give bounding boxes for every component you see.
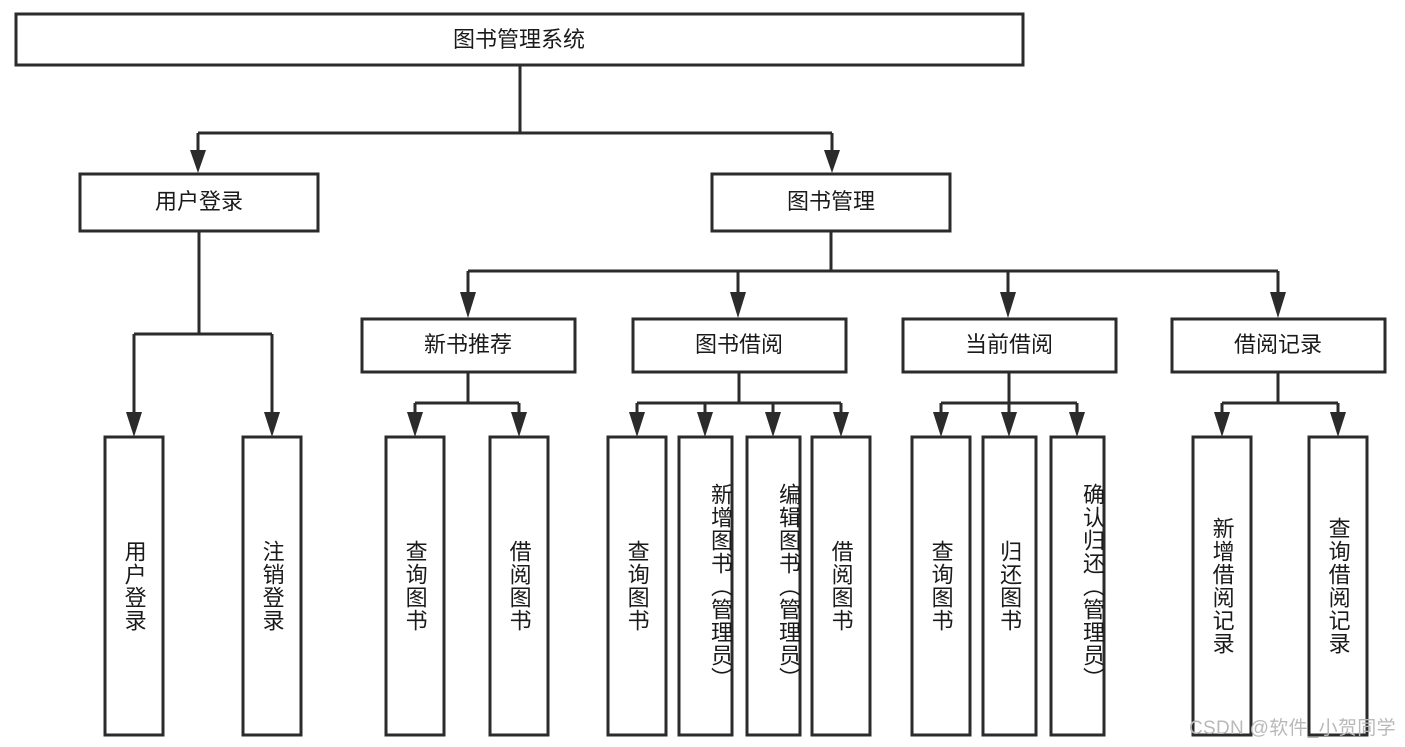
node-leaf-add-record-box <box>1191 435 1253 737</box>
arrow-head-book-borrow-1 <box>629 412 645 437</box>
node-new-book-rec-label: 新书推荐 <box>424 332 512 357</box>
node-leaf-query-record-box <box>1307 435 1369 737</box>
node-user-login: 用户登录 <box>78 172 320 233</box>
connector-root-to-level2 <box>190 65 840 173</box>
node-leaf-query-book-1-box <box>384 435 446 737</box>
node-borrow-record: 借阅记录 <box>1170 317 1387 374</box>
node-leaf-logout-box <box>241 435 303 737</box>
arrow-head-book-manage-1 <box>460 292 476 318</box>
node-book-borrow-box <box>631 317 848 374</box>
arrow-head-current-borrow-1 <box>933 412 949 437</box>
arrow-head-user-login-2 <box>264 412 280 437</box>
node-leaf-edit-book-box <box>745 435 802 737</box>
arrow-head-new-book-rec-2 <box>511 412 527 437</box>
arrow-head-book-borrow-2 <box>697 412 713 437</box>
arrow-head-book-manage-4 <box>1270 292 1286 318</box>
connector-current-borrow-to-leaves <box>933 372 1085 437</box>
node-book-manage: 图书管理 <box>710 172 952 233</box>
arrow-head-book-borrow-4 <box>833 412 849 437</box>
arrow-head-root-2 <box>824 150 840 173</box>
arrow-head-book-manage-3 <box>1000 292 1016 318</box>
connector-book-manage-to-level3 <box>460 231 1286 318</box>
node-leaf-add-book-box <box>677 435 734 737</box>
node-leaf-user-login-box <box>103 435 165 737</box>
node-current-borrow-box <box>901 317 1118 374</box>
csdn-watermark: CSDN @软件_小贺同学 <box>1189 718 1396 739</box>
node-leaf-borrow-book-2-box <box>810 435 872 737</box>
arrow-head-book-manage-2 <box>730 292 746 318</box>
node-user-login-label: 用户登录 <box>155 189 243 214</box>
arrow-head-book-borrow-3 <box>765 412 781 437</box>
arrow-head-borrow-record-1 <box>1214 412 1230 437</box>
node-leaf-query-book-3-box <box>910 435 972 737</box>
node-borrow-record-box <box>1170 317 1387 374</box>
arrow-head-new-book-rec-1 <box>407 412 423 437</box>
node-book-manage-box <box>710 172 952 233</box>
node-new-book-rec: 新书推荐 <box>360 317 577 374</box>
node-borrow-record-label: 借阅记录 <box>1234 332 1322 357</box>
node-leaf-confirm-return-box <box>1049 435 1106 737</box>
arrow-head-root-1 <box>190 150 206 173</box>
node-current-borrow-label: 当前借阅 <box>965 332 1053 357</box>
node-book-borrow-label: 图书借阅 <box>695 332 783 357</box>
arrow-head-current-borrow-3 <box>1069 412 1085 437</box>
node-leaf-borrow-book-1-box <box>488 435 550 737</box>
node-book-manage-label: 图书管理 <box>787 189 875 214</box>
connector-user-login-to-leaves <box>126 231 280 437</box>
node-new-book-rec-box <box>360 317 577 374</box>
node-book-borrow: 图书借阅 <box>631 317 848 374</box>
node-root: 图书管理系统 <box>14 12 1025 67</box>
arrow-head-current-borrow-2 <box>1001 412 1017 437</box>
connector-borrow-record-to-leaves <box>1214 372 1346 437</box>
arrow-head-user-login-1 <box>126 412 142 437</box>
node-leaf-return-book-box <box>981 435 1038 737</box>
connector-new-book-rec-to-leaves <box>407 372 527 437</box>
node-root-box <box>14 12 1025 67</box>
node-current-borrow: 当前借阅 <box>901 317 1118 374</box>
node-root-label: 图书管理系统 <box>453 27 585 52</box>
node-leaf-query-book-2-box <box>606 435 668 737</box>
connector-book-borrow-to-leaves <box>629 372 849 437</box>
arrow-head-borrow-record-2 <box>1330 412 1346 437</box>
